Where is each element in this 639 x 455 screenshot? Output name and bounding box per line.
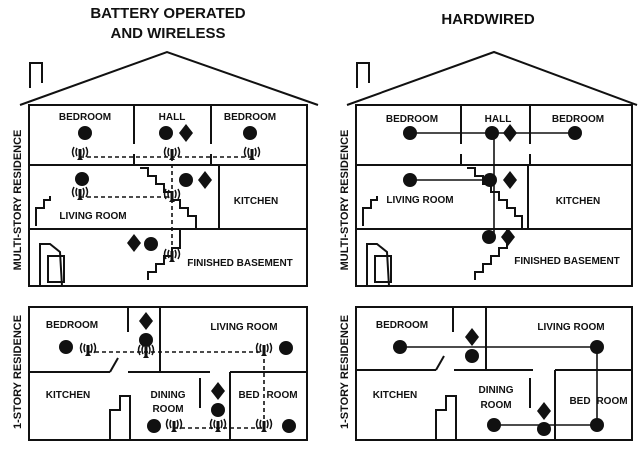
smoke-alarm-icon — [75, 172, 89, 186]
room-label-finished-basement: FINISHED BASEMENT — [514, 256, 620, 267]
co-alarm-icon — [537, 402, 551, 420]
wireless-links-multi-left — [80, 156, 252, 258]
co-alarm-icon — [179, 124, 193, 142]
wireless-signal-icon — [243, 146, 261, 161]
rooms-single-left: BEDROOM LIVING ROOM KITCHEN DINING ROOM … — [46, 320, 298, 415]
smoke-alarm-icon — [590, 340, 604, 354]
side-label-single-right: 1-STORY RESIDENCE — [339, 315, 351, 429]
room-label-room: ROOM — [480, 400, 511, 411]
smoke-alarm-icon — [211, 403, 225, 417]
co-alarm-icon — [503, 124, 517, 142]
smoke-alarm-icon — [482, 230, 496, 244]
house-multi-right — [346, 50, 638, 287]
co-alarm-icon — [503, 171, 517, 189]
heading-battery-line2: AND WIRELESS — [110, 25, 225, 42]
smoke-alarm-icon — [393, 340, 407, 354]
heading-hardwired: HARDWIRED — [441, 11, 534, 28]
smoke-alarm-icon — [144, 237, 158, 251]
room-label-kitchen: KITCHEN — [46, 390, 90, 401]
wireless-signal-icon — [209, 418, 227, 433]
room-label-bedroom: BEDROOM — [46, 320, 98, 331]
side-label-multi-left: MULTI-STORY RESIDENCE — [12, 130, 24, 271]
alarms-multi-right — [403, 124, 582, 246]
wireless-signal-icon — [71, 146, 89, 161]
room-label-kitchen: KITCHEN — [373, 390, 417, 401]
room-label-room: ROOM — [152, 404, 183, 415]
room-label-bedroom: BEDROOM — [59, 112, 111, 123]
room-label-bedroom: BEDROOM — [224, 112, 276, 123]
room-label-room-upper: ROOM — [266, 390, 297, 401]
room-label-hall: HALL — [485, 114, 512, 125]
smoke-alarm-icon — [279, 341, 293, 355]
room-label-living-room: LIVING ROOM — [210, 322, 277, 333]
wireless-signal-icon — [163, 146, 181, 161]
room-label-living-room: LIVING ROOM — [537, 322, 604, 333]
alarms-single-right — [393, 328, 604, 436]
smoke-alarm-icon — [159, 126, 173, 140]
side-label-single-left: 1-STORY RESIDENCE — [12, 315, 24, 429]
room-label-kitchen: KITCHEN — [556, 196, 600, 207]
wireless-signal-icon — [79, 342, 97, 357]
wireless-signal-icon — [255, 418, 273, 433]
rooms-multi-left: BEDROOM HALL BEDROOM KITCHEN LIVING ROOM… — [59, 112, 293, 269]
smoke-alarm-icon — [537, 422, 551, 436]
wireless-signal-icon — [71, 186, 89, 201]
heading-battery-line1: BATTERY OPERATED — [90, 5, 245, 22]
room-label-living-room: LIVING ROOM — [59, 211, 126, 222]
co-alarm-icon — [139, 312, 153, 330]
rooms-single-right: BEDROOM LIVING ROOM KITCHEN DINING ROOM … — [373, 320, 628, 411]
smoke-alarm-icon — [403, 126, 417, 140]
room-label-bedroom: BEDROOM — [552, 114, 604, 125]
smoke-alarm-icon — [483, 173, 497, 187]
smoke-alarm-icon — [568, 126, 582, 140]
smoke-alarm-icon — [179, 173, 193, 187]
room-label-dining: DINING — [479, 385, 514, 396]
smoke-alarm-icon — [403, 173, 417, 187]
room-label-finished-basement: FINISHED BASEMENT — [187, 258, 293, 269]
wireless-signal-icon — [165, 418, 183, 433]
smoke-alarm-icon — [282, 419, 296, 433]
room-label-bedroom: BEDROOM — [376, 320, 428, 331]
smoke-alarm-icon — [485, 126, 499, 140]
room-label-room-upper: ROOM — [596, 396, 627, 407]
room-label-bed: BED — [238, 390, 259, 401]
side-label-multi-right: MULTI-STORY RESIDENCE — [339, 130, 351, 271]
alarms-multi-left — [71, 124, 261, 263]
smoke-alarm-icon — [78, 126, 92, 140]
smoke-alarm-icon — [487, 418, 501, 432]
smoke-alarm-icon — [465, 349, 479, 363]
house-multi-left — [19, 50, 319, 287]
rooms-multi-right: BEDROOM HALL BEDROOM KITCHEN LIVING ROOM… — [386, 114, 620, 267]
smoke-alarm-icon — [139, 333, 153, 347]
co-alarm-icon — [127, 234, 141, 252]
smoke-alarm-icon — [59, 340, 73, 354]
room-label-living-room: LIVING ROOM — [386, 195, 453, 206]
room-label-dining: DINING — [151, 390, 186, 401]
alarms-single-left — [59, 312, 296, 433]
smoke-alarm-icon — [243, 126, 257, 140]
room-label-hall: HALL — [159, 112, 186, 123]
house-single-left — [28, 306, 308, 441]
co-alarm-icon — [211, 382, 225, 400]
house-single-right — [355, 306, 633, 441]
co-alarm-icon — [501, 228, 515, 246]
wireless-signal-icon — [255, 342, 273, 357]
room-label-bedroom: BEDROOM — [386, 114, 438, 125]
room-label-bed: BED — [569, 396, 590, 407]
co-alarm-icon — [465, 328, 479, 346]
room-label-kitchen: KITCHEN — [234, 196, 278, 207]
co-alarm-icon — [198, 171, 212, 189]
smoke-alarm-icon — [147, 419, 161, 433]
smoke-alarm-icon — [590, 418, 604, 432]
